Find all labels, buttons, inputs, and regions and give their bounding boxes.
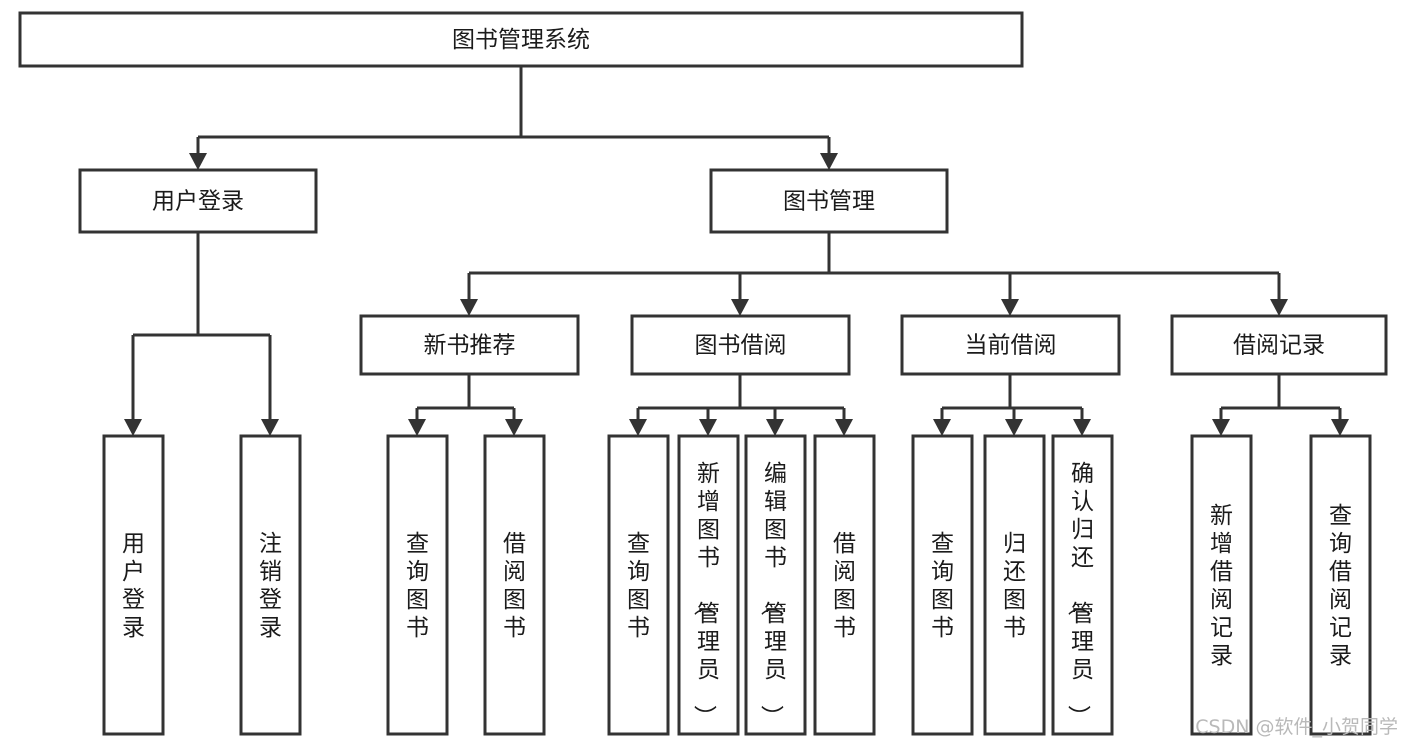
group-1-leaf-1-arrow-icon xyxy=(699,419,717,436)
connector-layer xyxy=(124,66,1349,436)
leaf-node-9-label: 归还图书 xyxy=(1003,531,1026,641)
group-0-leaf-1-arrow-icon xyxy=(505,419,523,436)
level2-node-0-label: 用户登录 xyxy=(152,189,244,215)
group-2-leaf-2-arrow-icon xyxy=(1073,419,1091,436)
root-to-l2-0-arrow-icon xyxy=(189,153,207,170)
manage-to-l3-0-arrow-icon xyxy=(460,299,478,316)
level2-node-1-label: 图书管理 xyxy=(783,189,875,215)
level3-node-1-label: 图书借阅 xyxy=(695,333,787,359)
node-layer: 图书管理系统用户登录图书管理新书推荐图书借阅当前借阅借阅记录用户登录注销登录查询… xyxy=(18,11,1388,736)
manage-to-l3-1-arrow-icon xyxy=(731,299,749,316)
group-1-leaf-0-arrow-icon xyxy=(629,419,647,436)
group-1-leaf-3-arrow-icon xyxy=(835,419,853,436)
manage-to-l3-2-arrow-icon xyxy=(1001,299,1019,316)
root-node-box[interactable] xyxy=(18,11,1024,68)
leaf-node-5-label: 新增图书（管理员） xyxy=(691,461,720,728)
leaf-node-12-box[interactable] xyxy=(1309,434,1372,736)
leaf-node-3-label: 借阅图书 xyxy=(503,531,526,641)
leaf-node-3-box[interactable] xyxy=(483,434,546,736)
watermark-label: CSDN @软件_小贺同学 xyxy=(1195,716,1398,738)
root-to-l2-1-arrow-icon xyxy=(820,153,838,170)
leaf-node-8-label: 查询图书 xyxy=(931,531,954,641)
leaf-node-0-label: 用户登录 xyxy=(122,531,145,641)
level3-node-0-box[interactable] xyxy=(359,314,580,376)
leaf-node-8-box[interactable] xyxy=(911,434,974,736)
group-3-leaf-1-arrow-icon xyxy=(1331,419,1349,436)
leaf-node-7-label: 借阅图书 xyxy=(833,531,856,641)
level3-node-2-label: 当前借阅 xyxy=(965,333,1057,359)
leaf-node-5-box[interactable] xyxy=(677,434,740,736)
group-1-leaf-2-arrow-icon xyxy=(766,419,784,436)
leaf-node-1-label: 注销登录 xyxy=(259,531,282,641)
level3-node-1-box[interactable] xyxy=(630,314,851,376)
level2-node-0-box[interactable] xyxy=(78,168,318,234)
group-0-leaf-0-arrow-icon xyxy=(408,419,426,436)
leaf-node-1-box[interactable] xyxy=(239,434,302,736)
level3-node-3-box[interactable] xyxy=(1170,314,1388,376)
level2-node-1-box[interactable] xyxy=(709,168,949,234)
leaf-node-2-label: 查询图书 xyxy=(406,531,429,641)
group-3-leaf-0-arrow-icon xyxy=(1212,419,1230,436)
group-2-leaf-1-arrow-icon xyxy=(1005,419,1023,436)
leaf-node-0-box[interactable] xyxy=(102,434,165,736)
group-2-leaf-0-arrow-icon xyxy=(933,419,951,436)
leaf-node-7-box[interactable] xyxy=(813,434,876,736)
leaf-node-10-label: 确认归还（管理员） xyxy=(1065,461,1094,728)
level3-node-0-label: 新书推荐 xyxy=(424,333,516,359)
leaf-node-11-label: 新增借阅记录 xyxy=(1210,503,1233,669)
level3-node-2-box[interactable] xyxy=(900,314,1121,376)
leaf-node-4-box[interactable] xyxy=(607,434,670,736)
level3-node-3-label: 借阅记录 xyxy=(1233,333,1325,359)
leaf-node-6-label: 编辑图书（管理员） xyxy=(758,461,787,728)
leaf-node-6-box[interactable] xyxy=(744,434,807,736)
leaf-node-9-box[interactable] xyxy=(983,434,1046,736)
leaf-node-4-label: 查询图书 xyxy=(627,531,650,641)
root-node-label: 图书管理系统 xyxy=(452,27,590,53)
login-leaf-0-arrow-icon xyxy=(124,419,142,436)
leaf-node-2-box[interactable] xyxy=(386,434,449,736)
leaf-node-11-box[interactable] xyxy=(1190,434,1253,736)
login-leaf-1-arrow-icon xyxy=(261,419,279,436)
leaf-node-10-box[interactable] xyxy=(1051,434,1114,736)
manage-to-l3-3-arrow-icon xyxy=(1270,299,1288,316)
leaf-node-12-label: 查询借阅记录 xyxy=(1329,503,1352,669)
